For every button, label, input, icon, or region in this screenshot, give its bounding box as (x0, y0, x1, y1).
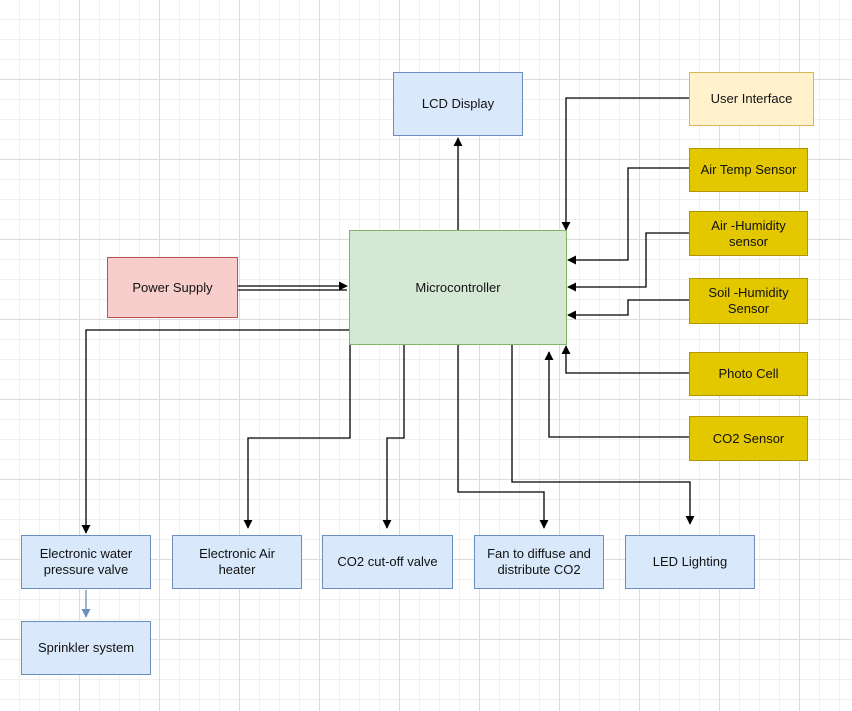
edge-soil-humidity-to-microcontroller (567, 299, 689, 320)
edge-microcontroller-to-co2-valve (382, 345, 405, 529)
node-air-temp-sensor: Air Temp Sensor (689, 148, 808, 192)
node-sprinkler: Sprinkler system (21, 621, 151, 675)
edge-air-temp-to-microcontroller (567, 167, 689, 265)
node-air-heater: Electronic Air heater (172, 535, 302, 589)
node-co2-valve: CO2 cut-off valve (322, 535, 453, 589)
node-photo-cell: Photo Cell (689, 352, 808, 396)
node-power-supply: Power Supply (107, 257, 238, 318)
edge-microcontroller-to-air-heater (243, 345, 351, 529)
edge-user-interface-to-microcontroller (561, 97, 689, 231)
edge-co2-sensor-to-microcontroller (544, 351, 689, 438)
node-soil-humidity-sensor: Soil -Humidity Sensor (689, 278, 808, 324)
edge-air-humidity-to-microcontroller (567, 232, 689, 292)
edge-microcontroller-to-fan (457, 345, 549, 529)
node-water-valve: Electronic water pressure valve (21, 535, 151, 589)
node-user-interface: User Interface (689, 72, 814, 126)
node-air-humidity-sensor: Air -Humidity sensor (689, 211, 808, 256)
node-led-lighting: LED Lighting (625, 535, 755, 589)
node-lcd-display: LCD Display (393, 72, 523, 136)
edge-photo-cell-to-microcontroller (561, 345, 689, 374)
node-co2-sensor: CO2 Sensor (689, 416, 808, 461)
node-microcontroller: Microcontroller (349, 230, 567, 345)
edge-microcontroller-to-led (511, 345, 695, 525)
node-fan: Fan to diffuse and distribute CO2 (474, 535, 604, 589)
edge-microcontroller-to-water-valve (81, 329, 349, 534)
